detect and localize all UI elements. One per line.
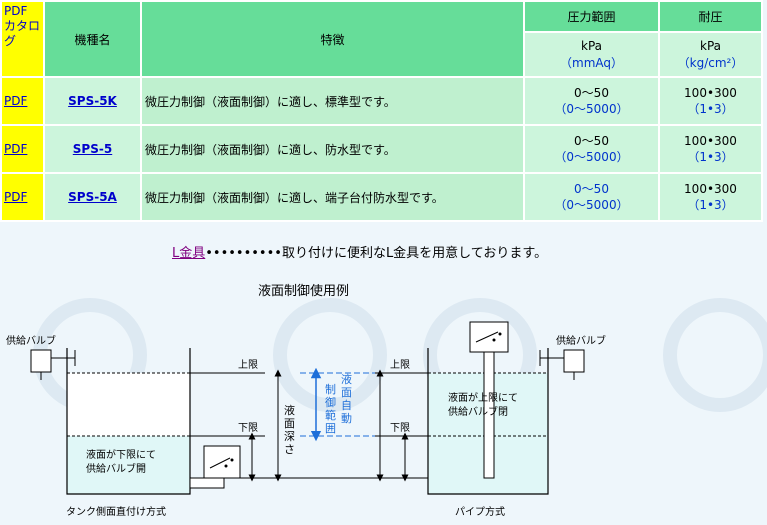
- pressure-mmaq: （0～5000）: [554, 198, 629, 212]
- l-bracket-link[interactable]: L金具: [172, 246, 206, 261]
- auto-char: 液: [341, 372, 352, 386]
- auto-char: 自: [341, 399, 352, 412]
- withstand-kgcm2: （1•3）: [687, 198, 734, 212]
- left-tank: [30, 348, 191, 495]
- right-tank-note-1: 液面が上限にて: [448, 391, 518, 404]
- pressure-unit-mmaq: （mmAq）: [560, 55, 623, 70]
- pressure-kpa: 0～50: [574, 181, 609, 196]
- left-tank-note-1: 液面が下限にて: [86, 448, 156, 461]
- pressure-header: 圧力範囲: [525, 2, 658, 31]
- pressure-unit-kpa: kPa: [581, 39, 602, 54]
- withstand-cell: 100•300 （1•3）: [660, 174, 761, 220]
- depth-char: さ: [284, 443, 295, 456]
- diagram-title: 液面制御使用例: [258, 284, 350, 299]
- right-level-guides: [300, 369, 428, 482]
- pdf-link-sps-5[interactable]: PDF: [4, 142, 28, 156]
- auto-char: 動: [341, 411, 352, 425]
- pressure-mmaq: （0～5000）: [554, 150, 629, 164]
- model-cell: SPS-5A: [45, 174, 140, 220]
- left-level-guides: [190, 369, 300, 482]
- pressure-mmaq: （0～5000）: [554, 102, 629, 116]
- model-cell: SPS-5: [45, 126, 140, 172]
- depth-char: 液: [284, 403, 295, 417]
- pressure-kpa: 0～50: [574, 85, 609, 100]
- feature-cell: 微圧力制御（液面制御）に適し、端子台付防水型です。: [142, 174, 523, 220]
- model-link-sps-5[interactable]: SPS-5: [72, 142, 113, 156]
- model-link-sps-5k[interactable]: SPS-5K: [68, 94, 117, 108]
- depth-label: 液 面 深 さ: [284, 403, 295, 456]
- right-valve-label: 供給バルブ: [556, 334, 606, 347]
- pdf-catalog-header: PDF カタログ: [2, 2, 43, 76]
- product-spec-table: PDF カタログ 機種名 特徴 圧力範囲 耐圧 kPa （mmAq） kPa （…: [0, 0, 763, 222]
- withstand-header: 耐圧: [660, 2, 761, 31]
- feature-header: 特徴: [142, 2, 523, 76]
- auto-char: 制: [325, 383, 336, 396]
- withstand-unit-kpa: kPa: [700, 39, 721, 54]
- withstand-kpa: 100•300: [684, 85, 737, 100]
- left-lower-label: 下限: [238, 422, 258, 434]
- auto-control-range: [300, 367, 375, 442]
- left-caption: タンク側面直付け方式: [66, 505, 166, 518]
- model-header: 機種名: [45, 2, 140, 76]
- right-tank: [427, 321, 585, 495]
- withstand-cell: 100•300 （1•3）: [660, 78, 761, 124]
- withstand-unit: kPa （kg/cm²）: [660, 33, 761, 76]
- auto-char: 範: [325, 408, 336, 422]
- withstand-kgcm2: （1•3）: [687, 102, 734, 116]
- depth-char: 面: [284, 417, 295, 430]
- model-link-sps-5a[interactable]: SPS-5A: [68, 190, 117, 204]
- accessory-line: L金具••••••••••取り付けに便利なL金具を用意しております。: [172, 242, 547, 261]
- left-tank-note-2: 供給バルブ開: [86, 462, 146, 475]
- withstand-kpa: 100•300: [684, 133, 737, 148]
- left-upper-label: 上限: [238, 359, 258, 371]
- left-valve-label: 供給バルブ: [6, 334, 56, 347]
- table-unit-row: kPa （mmAq） kPa （kg/cm²）: [2, 33, 761, 76]
- table-header-row: PDF カタログ 機種名 特徴 圧力範囲 耐圧: [2, 2, 761, 76]
- pdf-link-sps-5a[interactable]: PDF: [4, 190, 28, 204]
- right-lower-label: 下限: [390, 422, 410, 434]
- auto-char: 御: [325, 395, 336, 409]
- pdf-cell: PDF: [2, 174, 43, 220]
- right-caption: パイプ方式: [455, 505, 505, 518]
- withstand-kgcm2: （1•3）: [687, 150, 734, 164]
- depth-char: 深: [284, 430, 295, 443]
- right-upper-label: 上限: [390, 359, 410, 371]
- pressure-kpa: 0～50: [574, 133, 609, 148]
- pdf-catalog-header-text: PDF カタログ: [4, 4, 41, 48]
- accessory-text: 取り付けに便利なL金具を用意しております。: [281, 246, 548, 261]
- pressure-cell: 0～50 （0～5000）: [525, 174, 658, 220]
- feature-cell: 微圧力制御（液面制御）に適し、防水型です。: [142, 126, 523, 172]
- accessory-dots: ••••••••••: [205, 246, 282, 261]
- side-mount-switch: [189, 445, 241, 489]
- model-cell: SPS-5K: [45, 78, 140, 124]
- feature-cell: 微圧力制御（液面制御）に適し、標準型です。: [142, 78, 523, 124]
- auto-char: 面: [341, 386, 352, 399]
- pdf-cell: PDF: [2, 126, 43, 172]
- table-row: PDF SPS-5A 微圧力制御（液面制御）に適し、端子台付防水型です。 0～5…: [2, 174, 761, 220]
- pressure-cell: 0～50 （0～5000）: [525, 78, 658, 124]
- pressure-unit: kPa （mmAq）: [525, 33, 658, 76]
- withstand-unit-kgcm2: （kg/cm²）: [677, 55, 744, 70]
- withstand-kpa: 100•300: [684, 181, 737, 196]
- pressure-cell: 0～50 （0～5000）: [525, 126, 658, 172]
- auto-char: 囲: [325, 422, 336, 435]
- right-tank-note-2: 供給バルブ閉: [448, 405, 508, 418]
- table-row: PDF SPS-5K 微圧力制御（液面制御）に適し、標準型です。 0～50 （0～…: [2, 78, 761, 124]
- pdf-link-sps-5k[interactable]: PDF: [4, 94, 28, 108]
- table-row: PDF SPS-5 微圧力制御（液面制御）に適し、防水型です。 0～50 （0～5…: [2, 126, 761, 172]
- auto-range-label: 液 面 自 動 制 御 範 囲: [325, 372, 352, 435]
- withstand-cell: 100•300 （1•3）: [660, 126, 761, 172]
- pdf-cell: PDF: [2, 78, 43, 124]
